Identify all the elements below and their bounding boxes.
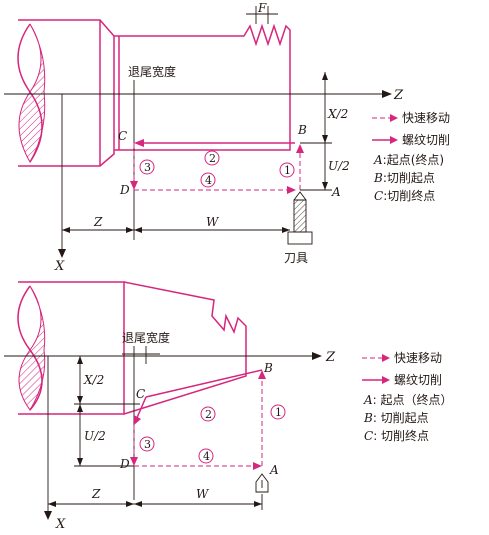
bottom-dim-vertical: X/2 U/2 — [74, 356, 140, 467]
bottom-x-axis: X — [44, 356, 66, 532]
svg-text:2: 2 — [205, 408, 212, 421]
svg-text:1: 1 — [284, 164, 291, 177]
bottom-tail-dim — [122, 346, 160, 500]
bottom-label-tail-width: 退尾宽度 — [122, 330, 170, 345]
top-label-tool: 刀具 — [284, 251, 308, 265]
svg-text:C:切削终点: C:切削终点 — [374, 188, 435, 203]
svg-text:B:切削起点: B:切削起点 — [373, 171, 435, 185]
top-path-4 — [134, 186, 296, 194]
bottom-path-2 — [134, 369, 263, 425]
bottom-label-X2: X/2 — [83, 373, 104, 387]
svg-text:C: 切削终点: C: 切削终点 — [364, 428, 429, 443]
top-point-A: A — [331, 185, 341, 199]
bottom-diagram: Z X 退尾宽度 — [4, 281, 453, 532]
top-label-tail-width: 退尾宽度 — [128, 64, 176, 79]
svg-text:B: 切削起点: B: 切削起点 — [363, 411, 429, 425]
svg-text:1: 1 — [275, 406, 282, 419]
bottom-dim-horizontal: Z W — [48, 487, 263, 510]
svg-text:2: 2 — [209, 152, 216, 165]
bottom-path-1 — [258, 370, 266, 466]
svg-text:3: 3 — [144, 161, 151, 174]
top-dim-vertical: X/2 U/2 — [300, 72, 350, 191]
bottom-point-B: B — [263, 361, 273, 375]
top-label-Z: Z — [393, 88, 404, 103]
top-label-W: W — [206, 215, 220, 229]
top-tool: 刀具 — [284, 191, 313, 265]
top-point-D: D — [119, 183, 130, 197]
top-point-C: C — [118, 129, 127, 143]
bottom-step-3: 3 — [139, 436, 155, 452]
bottom-step-2: 2 — [200, 406, 216, 422]
bottom-workpiece — [17, 281, 247, 415]
bottom-point-C: C — [136, 387, 145, 401]
bottom-label-Z: Z — [325, 350, 336, 365]
top-path-3 — [130, 143, 138, 190]
top-pitch-F: F — [246, 1, 278, 24]
top-label-X: X — [54, 259, 65, 274]
bottom-label-U2: U/2 — [84, 429, 106, 443]
top-x-axis: X — [54, 94, 66, 274]
top-label-F: F — [257, 1, 267, 15]
svg-text:4: 4 — [203, 450, 210, 463]
top-label-U2: U/2 — [328, 159, 350, 173]
bottom-step-4: 4 — [198, 448, 214, 464]
bottom-step-1: 1 — [270, 404, 286, 420]
top-step-1: 1 — [279, 162, 295, 178]
top-step-2: 2 — [204, 150, 220, 166]
top-z-axis: Z — [4, 88, 404, 103]
bottom-path-3 — [130, 425, 138, 466]
bottom-label-X: X — [55, 517, 66, 532]
bottom-point-D: D — [119, 457, 130, 471]
top-legend-rapid: 快速移动 — [402, 111, 450, 125]
bottom-label-Zdim: Z — [91, 487, 101, 501]
bottom-tool — [255, 473, 269, 493]
top-path-1 — [296, 144, 304, 190]
top-step-4: 4 — [200, 172, 216, 188]
bottom-label-W: W — [196, 487, 210, 501]
top-legend: 快速移动 螺纹切削 A:起点(终点) B:切削起点 C:切削终点 — [372, 111, 450, 203]
svg-text:A:起点(终点): A:起点(终点) — [373, 152, 444, 167]
top-point-B: B — [297, 123, 307, 137]
svg-text:4: 4 — [205, 174, 212, 187]
svg-text:A: 起点（终点）: A: 起点（终点） — [363, 392, 453, 407]
bottom-z-axis: Z — [4, 350, 336, 365]
top-step-3: 3 — [139, 159, 155, 175]
bottom-legend: 快速移动 螺纹切削 A: 起点（终点） B: 切削起点 C: 切削终点 — [362, 351, 453, 443]
bottom-legend-rapid: 快速移动 — [394, 351, 442, 365]
bottom-legend-thread: 螺纹切削 — [394, 373, 442, 387]
svg-text:3: 3 — [144, 438, 151, 451]
top-label-Zdim: Z — [93, 215, 103, 229]
top-dim-horizontal: Z W — [62, 215, 290, 233]
top-workpiece — [17, 19, 291, 167]
top-path-2 — [134, 139, 295, 147]
top-label-X2: X/2 — [327, 107, 348, 121]
bottom-point-A: A — [269, 463, 279, 477]
bottom-path-4 — [134, 462, 262, 470]
top-diagram: F Z X 退尾宽度 — [4, 1, 450, 274]
top-legend-thread: 螺纹切削 — [402, 133, 450, 147]
